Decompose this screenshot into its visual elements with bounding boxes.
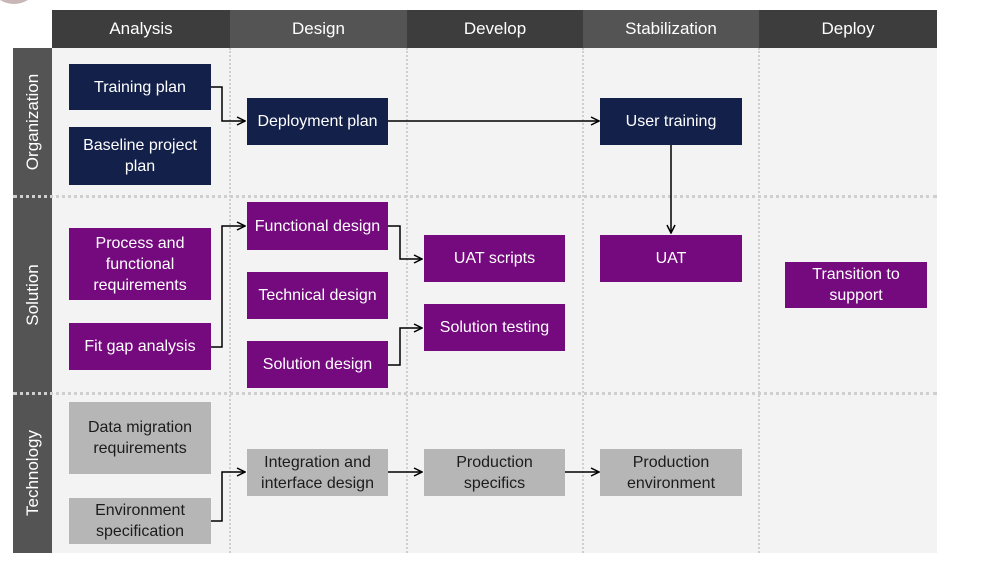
box-baseline-project-plan: Baseline project plan [69, 127, 211, 185]
column-divider [229, 48, 231, 553]
box-uat: UAT [600, 235, 742, 282]
row-divider [13, 195, 937, 198]
phase-analysis: Analysis [52, 10, 230, 48]
arrow-environment-to-integration [211, 472, 245, 522]
box-user-training: User training [600, 98, 742, 145]
row-label-technology: Technology [13, 393, 52, 553]
phase-deploy: Deploy [759, 10, 937, 48]
phase-design: Design [230, 10, 407, 48]
phase-develop: Develop [407, 10, 583, 48]
arrow-solution-design-to-testing [388, 328, 422, 366]
corner-decoration [0, 0, 28, 4]
phase-stabilization: Stabilization [583, 10, 759, 48]
arrow-functional-to-uat-scripts [388, 225, 422, 259]
box-deployment-plan: Deployment plan [247, 98, 388, 145]
box-production-environment: Production environment [600, 449, 742, 496]
row-label-organization: Organization [13, 48, 52, 196]
arrow-training-to-deployment [211, 86, 245, 121]
box-solution-testing: Solution testing [424, 304, 565, 351]
row-label-solution: Solution [13, 196, 52, 393]
column-divider [582, 48, 584, 553]
column-divider [758, 48, 760, 553]
box-training-plan: Training plan [69, 64, 211, 110]
box-fit-gap-analysis: Fit gap analysis [69, 323, 211, 370]
box-functional-design: Functional design [247, 202, 388, 250]
box-uat-scripts: UAT scripts [424, 235, 565, 282]
box-production-specifics: Production specifics [424, 449, 565, 496]
box-data-migration-requirements: Data migration requirements [69, 402, 211, 474]
column-divider [406, 48, 408, 553]
box-process-requirements: Process and functional requirements [69, 228, 211, 300]
box-technical-design: Technical design [247, 272, 388, 319]
box-integration-interface-design: Integration and interface design [247, 449, 388, 496]
arrow-fitgap-to-functional [211, 226, 245, 348]
box-environment-specification: Environment specification [69, 498, 211, 544]
box-transition-to-support: Transition to support [785, 262, 927, 308]
box-solution-design: Solution design [247, 341, 388, 388]
row-divider [13, 392, 937, 395]
